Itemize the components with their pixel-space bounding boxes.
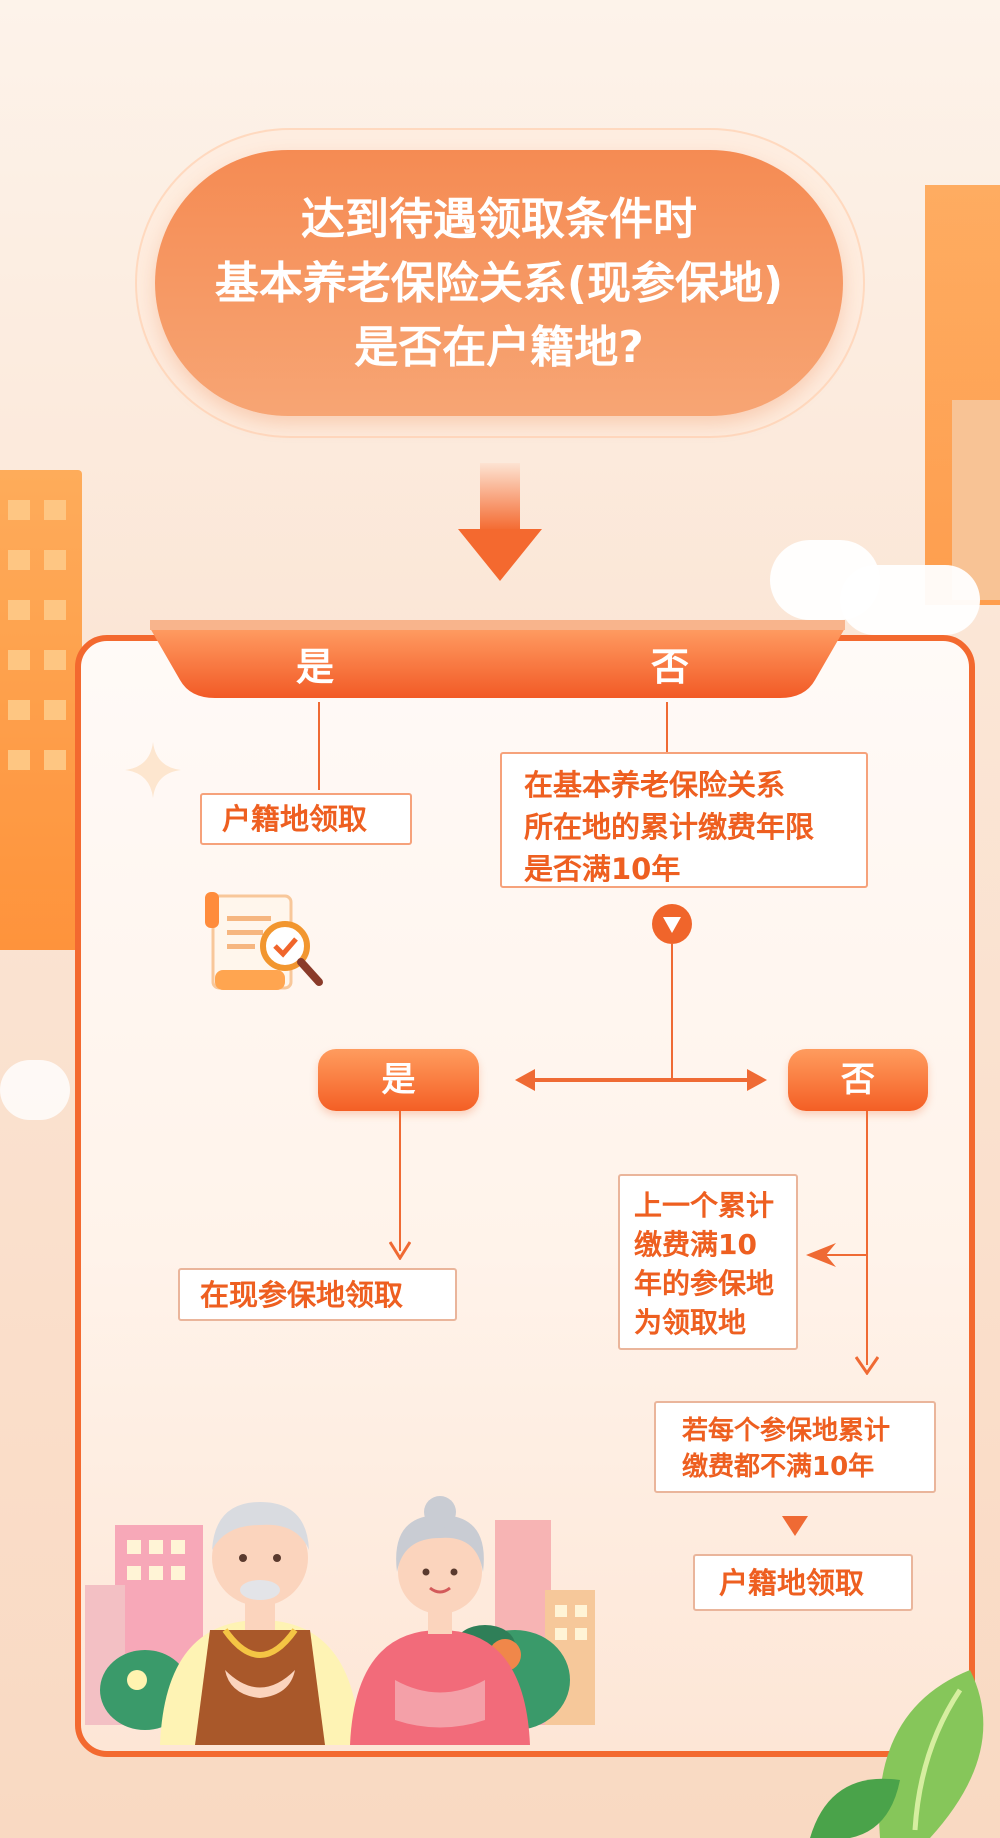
connector-line	[866, 1111, 868, 1365]
branch-tab-header	[150, 620, 845, 698]
background-building-right-small	[952, 400, 1000, 600]
arrow-head-down-icon	[855, 1356, 879, 1375]
connector-line	[399, 1111, 401, 1251]
result-line-3: 年的参保地	[634, 1267, 775, 1300]
condition-line-2: 缴费都不满10年	[682, 1452, 875, 1482]
result-box-household-registration: 户籍地领取	[200, 793, 412, 845]
connector-line	[318, 702, 320, 790]
question-pill	[155, 150, 843, 416]
cloud	[840, 565, 980, 635]
condition-line-1: 若每个参保地累计	[682, 1416, 891, 1446]
circle-down-icon	[652, 904, 692, 944]
leaf-decoration	[810, 1670, 984, 1838]
condition-box-all-under-10-years: 若每个参保地累计 缴费都不满10年	[654, 1401, 936, 1493]
tab-yes-label: 是	[296, 645, 335, 689]
result-box-current-insured-place: 在现参保地领取	[178, 1268, 457, 1321]
connector-line	[671, 944, 673, 1079]
result-box-last-10-year-place: 上一个累计 缴费满10 年的参保地 为领取地	[618, 1174, 798, 1350]
tab-no-label: 否	[651, 645, 690, 689]
sparkle-icon	[125, 742, 181, 798]
elderly-couple-illustration	[85, 1496, 595, 1745]
result-line-4: 为领取地	[634, 1306, 747, 1339]
yes-button[interactable]: 是	[318, 1049, 479, 1111]
arrow-head-down-icon	[389, 1241, 411, 1260]
cloud	[0, 1060, 70, 1120]
question-box-contribution-years: 在基本养老保险关系 所在地的累计缴费年限 是否满10年	[500, 752, 868, 888]
result-line-2: 缴费满10	[634, 1228, 757, 1261]
double-arrow-icon	[515, 1069, 767, 1091]
document-search-icon	[205, 892, 323, 990]
no-button[interactable]: 否	[788, 1049, 928, 1111]
background-building-left	[0, 470, 82, 950]
result-box-household-registration-final: 户籍地领取	[693, 1554, 913, 1611]
question-box-line-2: 所在地的累计缴费年限	[524, 810, 815, 844]
question-box-line-3: 是否满10年	[524, 852, 681, 886]
arrow-head-left-icon	[806, 1243, 836, 1267]
arrow-head-down-icon	[782, 1516, 808, 1536]
question-line-1: 达到待遇领取条件时	[301, 194, 697, 245]
question-text: 达到待遇领取条件时 基本养老保险关系(现参保地) 是否在户籍地?	[155, 188, 843, 380]
connector-line	[666, 702, 668, 752]
arrow-down-icon	[458, 463, 542, 581]
question-line-2: 基本养老保险关系(现参保地)	[214, 258, 784, 309]
result-line-1: 上一个累计	[634, 1189, 775, 1222]
question-line-3: 是否在户籍地?	[354, 322, 644, 373]
question-box-line-1: 在基本养老保险关系	[524, 768, 786, 802]
connector-line	[820, 1254, 866, 1256]
